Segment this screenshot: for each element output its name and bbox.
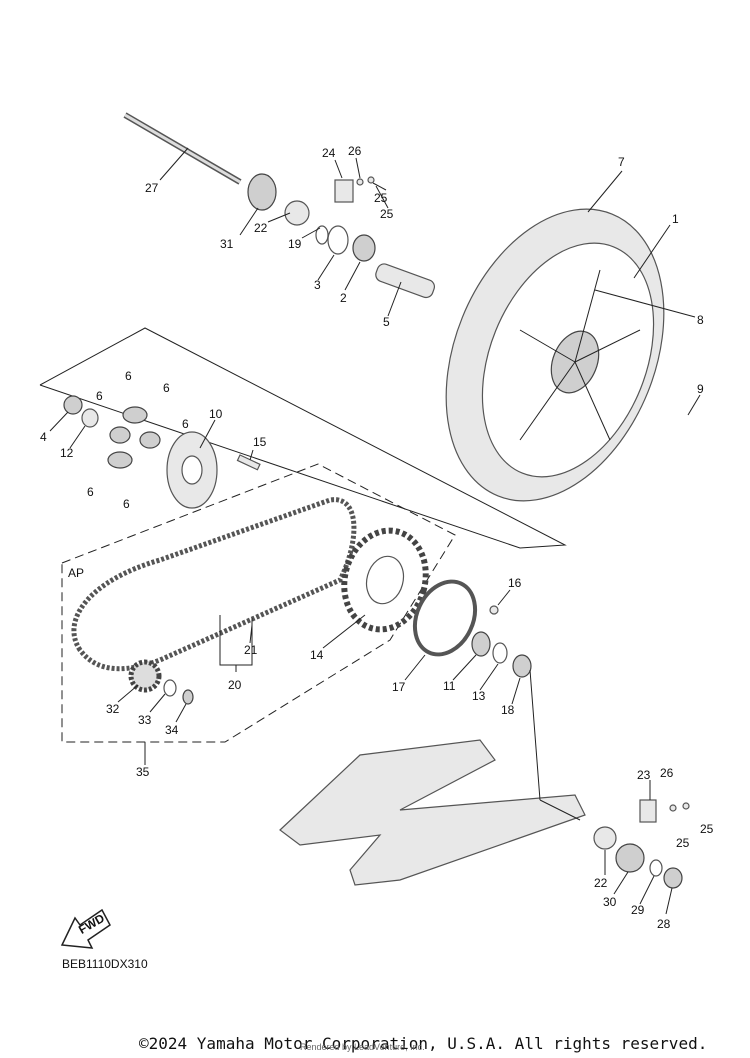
callout-5: 5 (383, 315, 390, 329)
copyright-text: ©2024 Yamaha Motor Corporation, U.S.A. A… (139, 1034, 708, 1053)
callout-33: 33 (138, 713, 152, 727)
callout-16: 16 (508, 576, 522, 590)
callout-34: 34 (165, 723, 179, 737)
callout-28: 28 (657, 917, 671, 931)
callout-6d: 6 (182, 417, 189, 431)
callout-18: 18 (501, 703, 515, 717)
callout-22a: 22 (254, 221, 268, 235)
callout-25c: 25 (700, 822, 714, 836)
callout-3: 3 (314, 278, 321, 292)
callout-24: 24 (322, 146, 336, 160)
callout-14: 14 (310, 648, 324, 662)
callout-6c: 6 (96, 389, 103, 403)
callout-25d: 25 (676, 836, 690, 850)
collar-part-5[interactable] (374, 262, 437, 299)
callout-11: 11 (443, 679, 456, 693)
callout-6a: 6 (125, 369, 132, 383)
drawing-code: BEB1110DX310 (62, 957, 148, 971)
callout-29: 29 (631, 903, 645, 917)
callout-32: 32 (106, 702, 120, 716)
callout-13: 13 (472, 689, 486, 703)
group-label-ap: AP (68, 566, 84, 580)
callout-22b: 22 (594, 876, 608, 890)
callout-1: 1 (672, 212, 679, 226)
small-parts-top[interactable] (247, 173, 376, 262)
swingarm[interactable] (279, 739, 586, 886)
callout-26b: 26 (660, 766, 674, 780)
callout-30: 30 (603, 895, 617, 909)
axle-part-27[interactable] (123, 112, 242, 185)
sprocket-guard-part-17[interactable] (404, 572, 487, 665)
callout-17: 17 (392, 680, 406, 694)
bearings-right[interactable] (471, 605, 532, 678)
callout-25a: 25 (374, 191, 388, 205)
callout-23: 23 (637, 768, 651, 782)
callout-9: 9 (697, 382, 704, 396)
drive-chain-part-21[interactable] (71, 497, 357, 672)
callout-6e: 6 (87, 485, 94, 499)
callout-27: 27 (145, 181, 159, 195)
callout-6f: 6 (123, 497, 130, 511)
rendered-by-note: Rendered by LeadVenture, Inc. (300, 1042, 425, 1052)
callout-19: 19 (288, 237, 302, 251)
fwd-arrow-icon: FWD (60, 908, 111, 949)
rear-wheel-tire[interactable] (405, 177, 704, 534)
callout-26a: 26 (348, 144, 362, 158)
drive-sprocket-assembly[interactable] (128, 659, 194, 705)
rear-sprocket-part-14[interactable] (333, 521, 436, 638)
leader-lines (49, 147, 701, 915)
callout-35: 35 (136, 765, 150, 779)
callout-10: 10 (209, 407, 223, 421)
callout-20: 20 (228, 678, 242, 692)
callout-15: 15 (253, 435, 267, 449)
callout-31: 31 (220, 237, 234, 251)
callout-6b: 6 (163, 381, 170, 395)
callout-25b: 25 (380, 207, 394, 221)
callout-2: 2 (340, 291, 347, 305)
hub-damper-assembly[interactable] (63, 395, 261, 509)
callout-7: 7 (618, 155, 625, 169)
callout-12: 12 (60, 446, 74, 460)
small-parts-bottom[interactable] (593, 799, 690, 889)
callout-21: 21 (244, 643, 258, 657)
callout-4: 4 (40, 430, 47, 444)
callout-8: 8 (697, 313, 704, 327)
